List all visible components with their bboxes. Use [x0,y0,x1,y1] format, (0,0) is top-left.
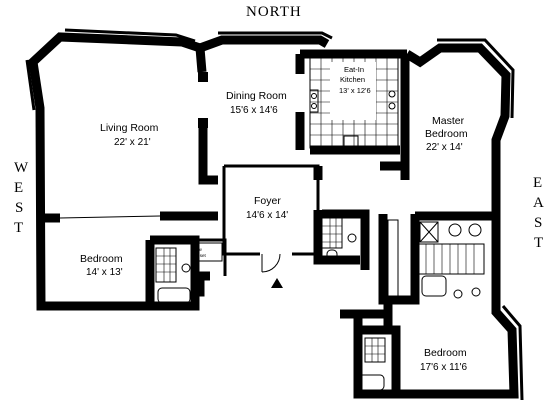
closet-label: w/w [194,247,203,252]
svg-text:13' x 12'6: 13' x 12'6 [339,86,371,95]
west-bath-fixtures [155,247,191,304]
bay-window-west [25,59,36,111]
svg-text:T: T [14,220,23,236]
wall-hall-bath [322,209,370,270]
east-bath-fixtures [353,337,386,391]
svg-text:22' x 14': 22' x 14' [426,142,463,153]
wall-living-dining [195,47,207,73]
bay-window-east [501,305,524,401]
bay-window-master [437,38,515,119]
north-label: NORTH [246,4,302,20]
svg-text:Master: Master [432,115,465,127]
west-label: W E S T [14,160,29,236]
svg-text:Foyer: Foyer [254,195,281,207]
svg-text:A: A [533,195,544,211]
room-master-bedroom: Master Bedroom 22' x 14' [425,115,468,153]
svg-text:T: T [534,235,543,251]
wall-west-bath [145,235,200,306]
svg-text:14'6 x 14': 14'6 x 14' [246,210,288,221]
wall-living-bedroom [41,211,218,223]
svg-text:Bedroom: Bedroom [80,253,123,265]
room-kitchen: Eat-In Kitchen 13' x 12'6 [339,65,371,95]
svg-text:closet: closet [194,253,207,258]
room-foyer: Foyer 14'6 x 14' [246,195,288,221]
svg-text:Kitchen: Kitchen [340,75,365,84]
svg-text:Eat-In: Eat-In [344,65,364,74]
svg-text:Living Room: Living Room [100,122,159,134]
bay-window-living [64,28,196,43]
svg-text:S: S [534,215,542,231]
master-bath-fixtures [387,219,485,299]
exterior-wall-master [404,43,511,220]
svg-text:22' x 21': 22' x 21' [114,137,151,148]
exterior-wall-dining [198,35,330,53]
svg-text:15'6 x 14'6: 15'6 x 14'6 [230,105,278,116]
svg-text:E: E [533,175,542,191]
column [198,118,208,128]
exterior-wall-west [28,32,210,311]
room-bedroom-west: Bedroom 14' x 13' [80,253,123,278]
svg-text:S: S [15,200,23,216]
svg-text:Bedroom: Bedroom [425,128,468,140]
kitchen-grid [309,57,399,149]
room-bedroom-east: Bedroom 17'6 x 11'6 [420,347,467,373]
column [198,72,208,82]
hall-bath-fixtures [321,217,357,263]
wall-living-foyer [198,128,218,185]
svg-text:Dining Room: Dining Room [226,90,287,102]
entry-arrow [271,278,283,288]
entry-door [261,253,281,273]
svg-text:14' x 13': 14' x 13' [86,267,123,278]
east-label: E A S T [533,175,544,251]
room-dining-room: Dining Room 15'6 x 14'6 [226,90,287,116]
svg-text:Bedroom: Bedroom [424,347,467,359]
bay-window-dining [218,31,333,40]
svg-text:17'6 x 11'6: 17'6 x 11'6 [420,362,467,373]
room-living-room: Living Room 22' x 21' [100,122,159,148]
svg-text:W: W [14,160,29,176]
svg-text:E: E [14,180,23,196]
